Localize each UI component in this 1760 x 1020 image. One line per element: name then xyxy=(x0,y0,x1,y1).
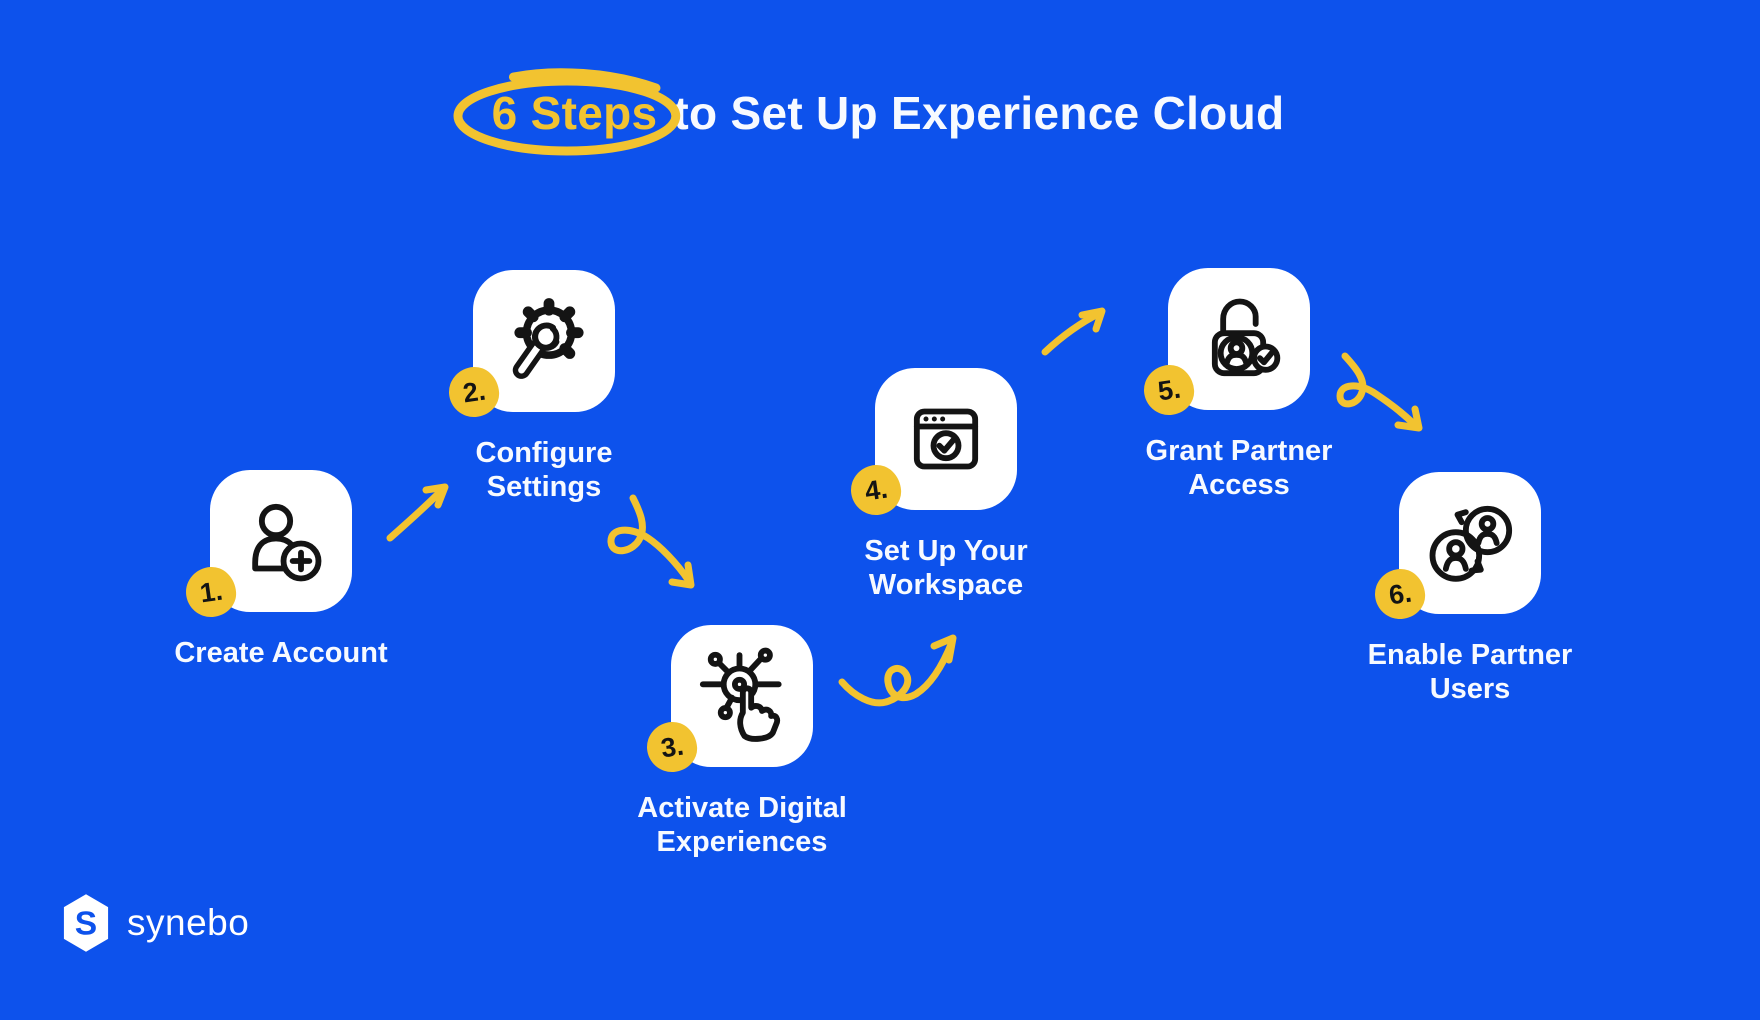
users-sync-icon xyxy=(1429,505,1513,582)
step-2-card: 2. xyxy=(447,270,615,419)
step-2: 2. Configure Settings xyxy=(384,270,704,504)
step-4-card: 4. xyxy=(849,368,1017,517)
step-1: 1. Create Account xyxy=(121,470,441,670)
step-5-card: 5. xyxy=(1142,268,1310,417)
step-6: 6. Enable Partner Users xyxy=(1310,472,1630,706)
synebo-logo: S synebo xyxy=(62,893,249,953)
step-3-number: 3. xyxy=(658,730,686,763)
step-1-number: 1. xyxy=(197,575,225,608)
title-highlight: 6 Steps xyxy=(453,68,680,156)
user-add-icon xyxy=(252,503,322,582)
synebo-logo-icon: S xyxy=(63,894,109,952)
step-2-label: Configure Settings xyxy=(475,437,613,503)
step-5-number: 5. xyxy=(1155,373,1183,406)
step-3-label: Activate Digital Experiences xyxy=(637,792,847,858)
arrow-step2-to-step3 xyxy=(607,494,695,589)
step-2-number: 2. xyxy=(460,375,488,408)
digital-tap-icon xyxy=(699,647,782,742)
step-6-card: 6. xyxy=(1373,472,1541,621)
arrow-step5-to-step6 xyxy=(1336,352,1423,432)
step-1-label: Create Account xyxy=(174,637,388,669)
step-5-badge: 5. xyxy=(1142,363,1196,417)
step-4-number: 4. xyxy=(862,473,890,506)
step-4-badge: 4. xyxy=(849,463,903,517)
arrow-step4-to-step5 xyxy=(1041,307,1106,356)
step-3-card: 3. xyxy=(645,625,813,774)
logo-monogram: S xyxy=(75,906,97,943)
step-6-label: Enable Partner Users xyxy=(1367,639,1573,705)
step-1-card: 1. xyxy=(184,470,352,619)
step-1-badge: 1. xyxy=(184,565,238,619)
step-6-badge: 6. xyxy=(1373,567,1427,621)
step-5-label: Grant Partner Access xyxy=(1145,435,1333,501)
gear-wrench-icon xyxy=(512,298,584,379)
step-4-label: Set Up Your Workspace xyxy=(864,535,1028,601)
lock-user-icon xyxy=(1211,298,1281,377)
title-highlight-text: 6 Steps xyxy=(491,87,658,139)
step-3-badge: 3. xyxy=(645,720,699,774)
page-title: 6 Steps to Set Up Experience Cloud xyxy=(0,68,1760,156)
arrow-step3-to-step4 xyxy=(838,634,957,707)
arrow-step1-to-step2 xyxy=(386,483,449,542)
step-5: 5. Grant Partner Access xyxy=(1079,268,1399,502)
title-rest-text: to Set Up Experience Cloud xyxy=(673,87,1285,139)
step-2-badge: 2. xyxy=(447,365,501,419)
brand-name: synebo xyxy=(127,902,250,943)
step-3: 3. Activate Digital Experiences xyxy=(582,625,902,859)
step-6-number: 6. xyxy=(1386,577,1414,610)
step-4: 4. Set Up Your Workspace xyxy=(786,368,1106,602)
browser-check-icon xyxy=(913,408,979,470)
